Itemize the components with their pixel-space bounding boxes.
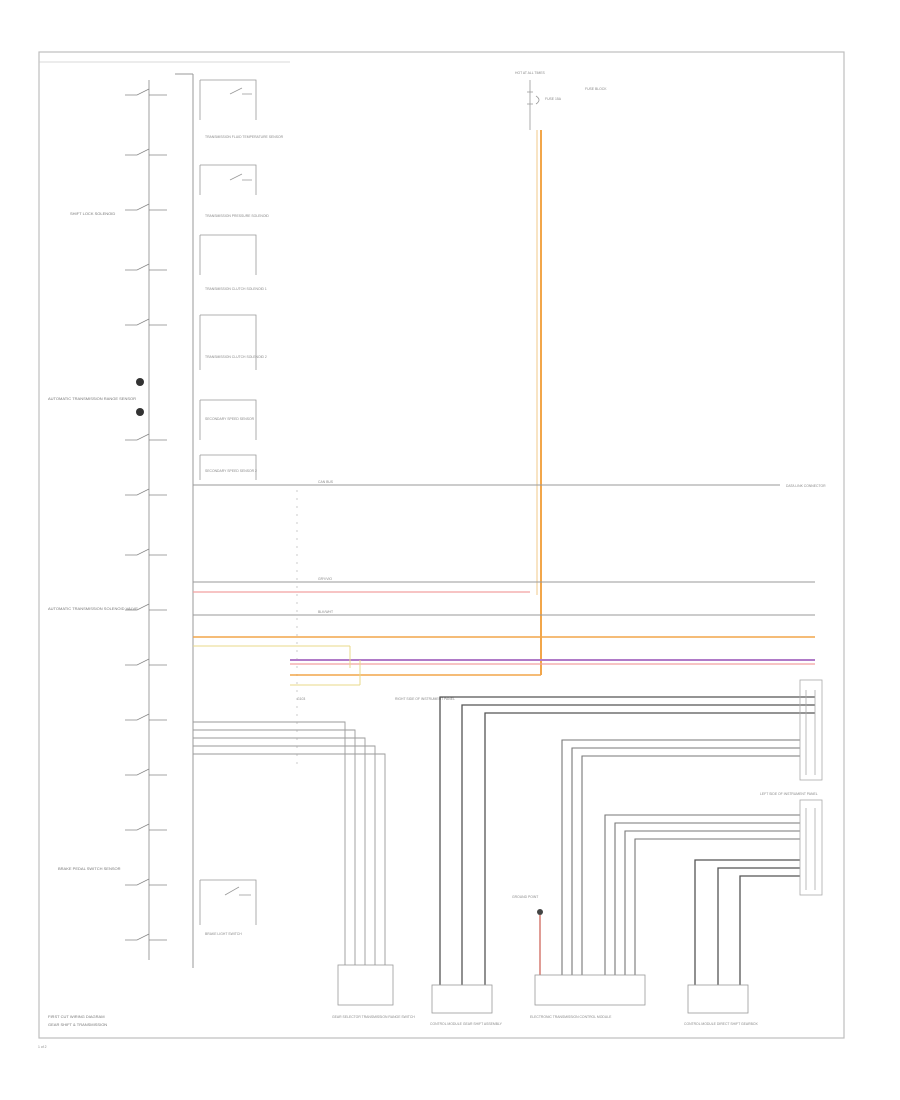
module-b-label: CONTROL MODULE GEAR SHIFT ASSEMBLY: [430, 1022, 503, 1026]
fuse-symbol: [527, 80, 540, 130]
label-fluid-temp: TRANSMISSION FLUID TEMPERATURE SENSOR: [205, 135, 284, 139]
label-secondary-speed: SECONDARY SPEED SENSOR: [205, 417, 255, 421]
wire-bundle-module-c: [561, 739, 800, 975]
module-d-box: [687, 984, 749, 1014]
fuse-name-label: FUSE 15A: [545, 97, 562, 101]
splice-2-label: LEFT SIDE OF INSTRUMENT PANEL: [760, 792, 818, 796]
label-clutch-solenoid-1: TRANSMISSION CLUTCH SOLENOID 1: [205, 287, 267, 291]
wire-label-blk-wht: BLK/WHT: [318, 610, 333, 614]
fuse-box-label: FUSE BLOCK: [585, 87, 607, 91]
label-clutch-solenoid-2: TRANSMISSION CLUTCH SOLENOID 2: [205, 355, 267, 359]
wire-bundle-module-a: [193, 721, 386, 965]
module-c-box: [534, 974, 646, 1006]
label-pressure-solenoid: TRANSMISSION PRESSURE SOLENOID: [205, 214, 269, 218]
module-b-box: [431, 984, 493, 1014]
left-label-brake-switch: BRAKE PEDAL SWITCH SENSOR: [58, 866, 121, 871]
module-a-box: [337, 964, 394, 1006]
wire-bundle-module-b: [439, 696, 815, 985]
can-bus-diag-label: DATA LINK CONNECTOR: [786, 484, 826, 488]
ground-point-label: GROUND POINT: [512, 895, 538, 899]
module-d-label: CONTROL MODULE DIRECT SHIFT GEARBOX: [684, 1022, 759, 1026]
label-secondary-speed-2: SECONDARY SPEED SENSOR 2: [205, 469, 257, 473]
component-boxes: [199, 79, 257, 925]
left-label-range-sensor: AUTOMATIC TRANSMISSION RANGE SENSOR: [48, 396, 136, 401]
module-a-label: GEAR SELECTOR TRANSMISSION RANGE SWITCH: [332, 1015, 415, 1019]
left-label-solenoid-valve: AUTOMATIC TRANSMISSION SOLENOID VALVE: [48, 606, 138, 611]
wire-bundle-module-d: [694, 859, 800, 985]
diagram-frame: [38, 51, 845, 1039]
horizontal-wire-harness: [193, 581, 815, 686]
footer-title-1: FIRST CUT WIRING DIAGRAM: [48, 1014, 105, 1019]
left-label-shift-lock: SHIFT LOCK SOLENOID: [70, 211, 115, 216]
splice-note: RIGHT SIDE OF INSTRUMENT PANEL: [395, 697, 455, 701]
sensor-symbol-1: [136, 378, 144, 386]
wire-label-gry-vio: GRY/VIO: [318, 577, 332, 581]
ground-point-symbol: [537, 909, 543, 915]
footer-page-ref: 1 of 2: [38, 1045, 47, 1049]
label-brake-light-switch: BRAKE LIGHT SWITCH: [205, 932, 242, 936]
right-connectors: [799, 679, 823, 896]
ground-label: G103: [297, 697, 305, 701]
module-c-label: ELECTRONIC TRANSMISSION CONTROL MODULE: [530, 1015, 612, 1019]
fuse-hot-label: HOT AT ALL TIMES: [515, 71, 546, 75]
sensor-symbol-2: [136, 408, 144, 416]
footer-title-2: GEAR SHIFT & TRANSMISSION: [48, 1022, 107, 1027]
can-bus-label: CAN BUS: [318, 480, 334, 484]
left-contacts: [125, 80, 167, 960]
